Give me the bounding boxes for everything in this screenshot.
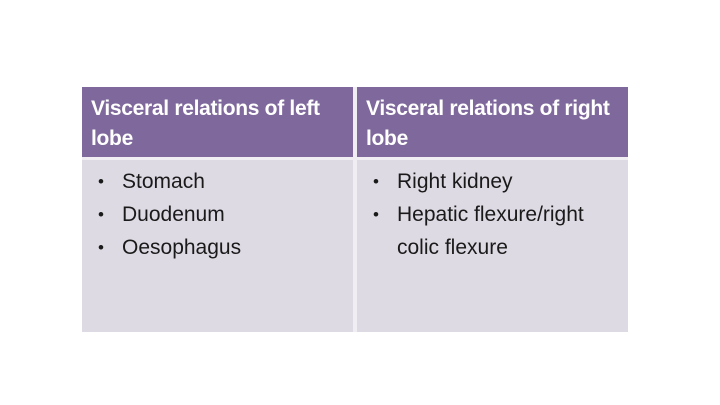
list-item: • Right kidney (357, 165, 616, 198)
list-item-text: Right kidney (397, 170, 513, 193)
table-header-left-lobe: Visceral relations of left lobe (82, 87, 353, 160)
table-header-right-lobe: Visceral relations of right lobe (357, 87, 628, 160)
list-item: • Hepatic flexure/right colic flexure (357, 198, 616, 264)
right-lobe-list: • Right kidney • Hepatic flexure/right c… (357, 160, 628, 332)
visceral-relations-table: Visceral relations of left lobe • Stomac… (82, 87, 628, 332)
left-lobe-column: Visceral relations of left lobe • Stomac… (82, 87, 353, 332)
left-lobe-list: • Stomach • Duodenum • Oesophagus (82, 160, 353, 332)
list-item-text: Oesophagus (122, 236, 242, 259)
list-item: • Duodenum (82, 198, 341, 231)
bullet-icon: • (98, 238, 104, 257)
bullet-icon: • (373, 205, 379, 224)
list-item-text: Duodenum (122, 203, 225, 226)
list-item: • Oesophagus (82, 231, 341, 264)
bullet-icon: • (98, 205, 104, 224)
bullet-icon: • (373, 172, 379, 191)
list-item-text: Hepatic flexure/right colic flexure (397, 203, 584, 259)
list-item: • Stomach (82, 165, 341, 198)
bullet-icon: • (98, 172, 104, 191)
right-lobe-column: Visceral relations of right lobe • Right… (357, 87, 628, 332)
list-item-text: Stomach (122, 170, 205, 193)
